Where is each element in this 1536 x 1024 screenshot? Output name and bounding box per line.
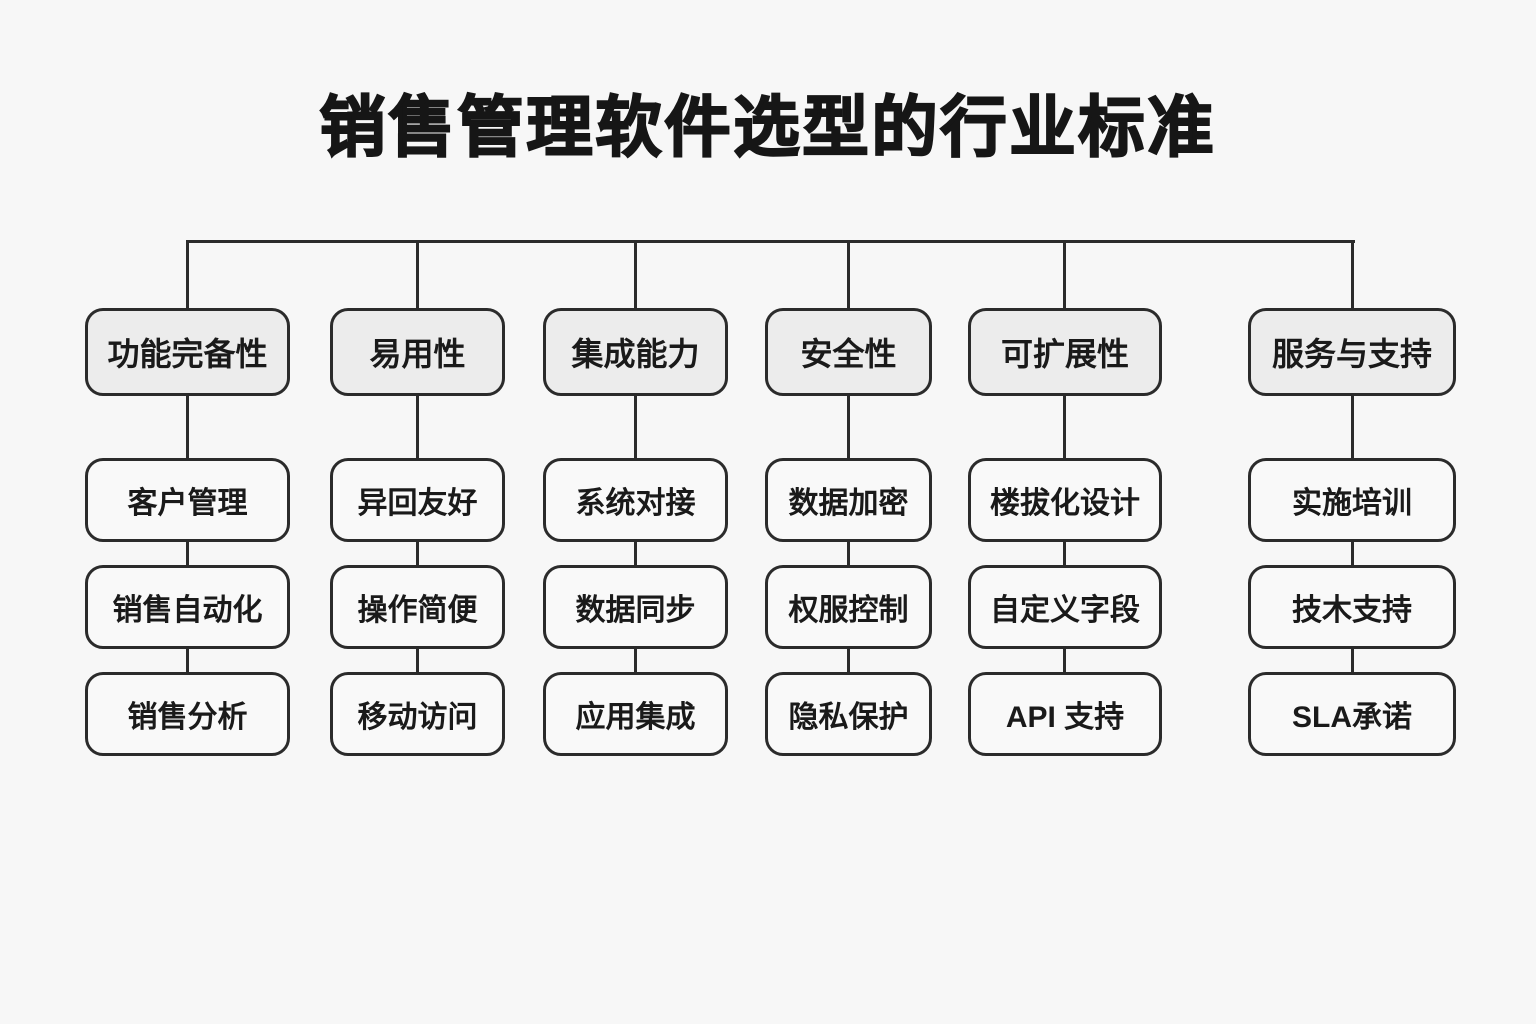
connector-col2-mid3 (416, 648, 419, 674)
connector-top-horizontal (186, 240, 1355, 243)
node-header-service-support: 服务与支持 (1248, 308, 1456, 396)
connector-col3-mid3 (634, 648, 637, 674)
node-item: 移动访问 (330, 672, 505, 756)
node-item: 权服控制 (765, 565, 932, 649)
connector-col1-mid1 (186, 394, 189, 460)
diagram-title: 销售管理软件选型的行业标准 (319, 89, 1217, 165)
connector-col6-mid2 (1351, 540, 1354, 567)
node-item: 异回友好 (330, 458, 505, 542)
connector-col3-mid1 (634, 394, 637, 460)
connector-col2-top (416, 240, 419, 310)
node-item: SLA承诺 (1248, 672, 1456, 756)
node-item: 隐私保护 (765, 672, 932, 756)
connector-col1-top (186, 240, 189, 310)
connector-col3-mid2 (634, 540, 637, 567)
node-item: 数据同步 (543, 565, 728, 649)
node-item: 应用集成 (543, 672, 728, 756)
connector-col5-top (1063, 240, 1066, 310)
connector-col6-mid1 (1351, 394, 1354, 460)
node-item: 销售自动化 (85, 565, 290, 649)
connector-col3-top (634, 240, 637, 310)
connector-col4-mid3 (847, 648, 850, 674)
node-item: 数据加密 (765, 458, 932, 542)
connector-col5-mid1 (1063, 394, 1066, 460)
connector-col2-mid2 (416, 540, 419, 567)
connector-col4-top (847, 240, 850, 310)
node-header-security: 安全性 (765, 308, 932, 396)
connector-col4-mid1 (847, 394, 850, 460)
node-header-functionality: 功能完备性 (85, 308, 290, 396)
node-item: 客户管理 (85, 458, 290, 542)
node-item: 系统对接 (543, 458, 728, 542)
node-item: API 支持 (968, 672, 1162, 756)
node-item: 实施培训 (1248, 458, 1456, 542)
node-item: 楼拔化设计 (968, 458, 1162, 542)
connector-col4-mid2 (847, 540, 850, 567)
node-header-scalability: 可扩展性 (968, 308, 1162, 396)
connector-col1-mid2 (186, 540, 189, 567)
node-header-integration: 集成能力 (543, 308, 728, 396)
node-item: 技木支持 (1248, 565, 1456, 649)
node-item: 销售分析 (85, 672, 290, 756)
connector-col6-top (1351, 240, 1354, 310)
connector-col6-mid3 (1351, 648, 1354, 674)
connector-col5-mid2 (1063, 540, 1066, 567)
node-item: 自定义字段 (968, 565, 1162, 649)
connector-col2-mid1 (416, 394, 419, 460)
node-item: 操作简便 (330, 565, 505, 649)
node-header-usability: 易用性 (330, 308, 505, 396)
connector-col1-mid3 (186, 648, 189, 674)
connector-col5-mid3 (1063, 648, 1066, 674)
